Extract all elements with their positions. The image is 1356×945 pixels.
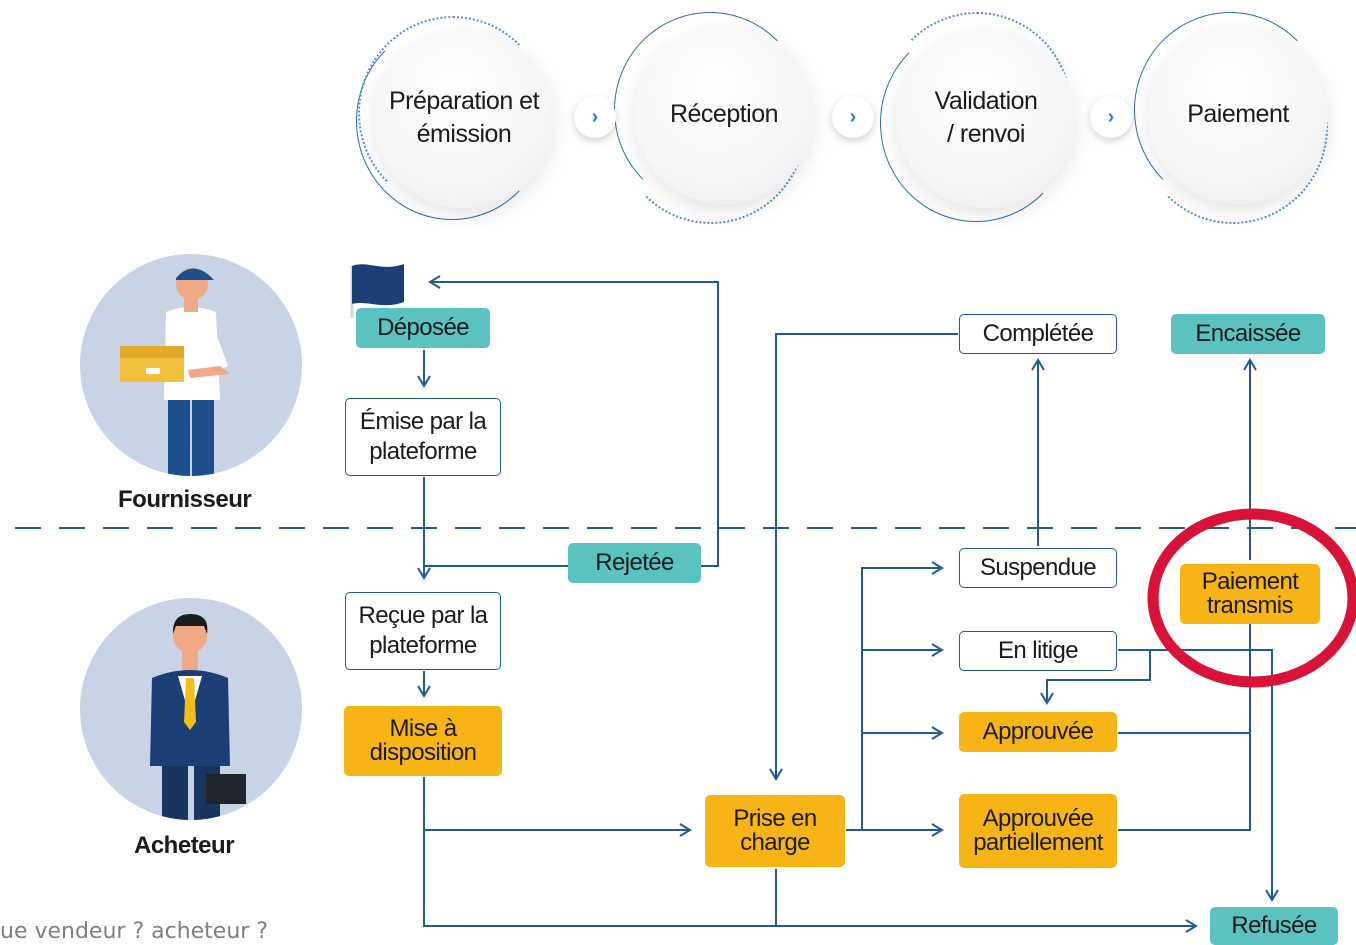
status-label: Suspendue (979, 554, 1097, 581)
status-deposee: Déposée (356, 308, 490, 348)
status-label: Paiement (1201, 568, 1299, 595)
phase-label: Préparation et (388, 87, 540, 115)
status-label: disposition (369, 739, 477, 766)
status-label: Prise en (733, 805, 817, 832)
phase-validation: Validation / renvoi (896, 28, 1076, 208)
phase-label: Réception (669, 99, 779, 128)
footnote-text: ue vendeur ? acheteur ? (0, 919, 268, 944)
phase-preparation: Préparation et émission (374, 28, 554, 208)
phase-label: Paiement (1187, 99, 1289, 128)
status-label: Déposée (377, 314, 469, 341)
buyer-avatar (80, 598, 302, 820)
status-refusee: Refusée (1210, 907, 1338, 945)
supplier-avatar (80, 254, 302, 476)
phase-label: / renvoi (947, 120, 1025, 148)
status-en-litige: En litige (959, 631, 1117, 671)
status-label: En litige (998, 637, 1079, 664)
status-label: Reçue par la (358, 602, 488, 629)
flag-icon (350, 264, 404, 318)
status-label: Complétée (982, 320, 1094, 347)
status-completee: Complétée (959, 314, 1117, 354)
status-encaissee: Encaissée (1171, 314, 1325, 354)
status-label: Approuvée (982, 805, 1094, 832)
status-rejetee: Rejetée (568, 543, 701, 583)
status-approuvee: Approuvée (959, 712, 1117, 752)
phase-paiement: Paiement (1148, 24, 1328, 204)
status-label: Émise par la (359, 408, 487, 435)
role-supplier: Fournisseur (118, 486, 252, 513)
chevron-right-icon: › (832, 96, 874, 138)
chevron-right-icon: › (574, 96, 616, 138)
status-label: charge (740, 829, 810, 856)
chevron-right-icon: › (1090, 96, 1132, 138)
status-suspendue: Suspendue (959, 548, 1117, 588)
status-label: plateforme (369, 438, 477, 465)
highlight-circle (1147, 508, 1356, 688)
status-emise: Émise par la plateforme (345, 398, 501, 476)
status-label: Rejetée (595, 549, 674, 576)
status-label: Refusée (1231, 912, 1317, 939)
status-label: Mise à (389, 715, 457, 742)
status-label: Encaissée (1195, 320, 1301, 347)
role-buyer: Acheteur (134, 832, 235, 859)
status-label: partiellement (973, 829, 1103, 856)
status-recue: Reçue par la plateforme (345, 592, 501, 670)
phase-label: émission (416, 120, 512, 148)
status-label: Approuvée (982, 718, 1094, 745)
status-label: plateforme (369, 632, 477, 659)
phase-label: Validation (934, 87, 1038, 115)
status-label: transmis (1207, 592, 1293, 619)
phase-reception: Réception (634, 24, 814, 204)
